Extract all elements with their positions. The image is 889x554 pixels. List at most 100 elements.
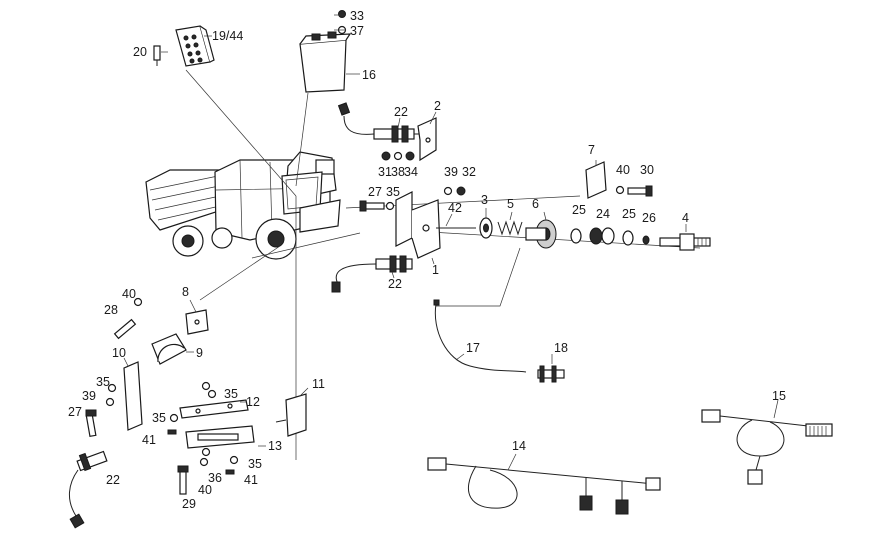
callout-24: 24 [596,207,610,221]
bolt-30 [627,185,653,197]
ring-26 [642,235,650,245]
callout-8: 8 [182,285,189,299]
connector-18 [537,365,565,383]
callout-25-b: 25 [622,207,636,221]
nut-33 [338,10,346,18]
shaft-4 [659,233,711,251]
callout-17: 17 [466,341,480,355]
washer-39-nut-32 [443,186,466,196]
callout-41-right: 41 [244,473,258,487]
callout-22-bottom: 22 [106,473,120,487]
callout-7: 7 [588,143,595,157]
washer-25a [570,228,582,244]
callout-3: 3 [481,193,488,207]
nuts-31-38-34 [381,151,415,161]
bolt-27-washer-35 [359,200,395,212]
callout-35-top: 35 [386,185,400,199]
callout-32: 32 [462,165,476,179]
callout-33: 33 [350,9,364,23]
callout-36: 36 [208,471,222,485]
callout-40-left: 40 [122,287,136,301]
bracket-1 [395,191,441,259]
callout-11: 11 [312,377,325,391]
plate-8 [185,309,209,335]
callout-35-mid: 35 [152,411,166,425]
pulse-wheel-6 [525,219,557,249]
plate-7 [585,161,607,199]
callout-34: 34 [404,165,418,179]
washer-25b [622,230,634,246]
callout-41-left: 41 [142,433,156,447]
plate-11 [275,393,307,437]
bolt-29 [177,465,189,495]
screw-41-right [225,469,235,475]
bracket-2 [417,117,437,162]
callout-22-middle: 22 [388,277,402,291]
callout-27-left: 27 [68,405,82,419]
callout-19-44: 19/44 [212,29,243,43]
callout-39-left: 39 [82,389,96,403]
bulb-20 [153,45,161,66]
nut-40-top [615,185,625,195]
callout-14: 14 [512,439,526,453]
bearing-24 [589,227,615,245]
callout-numbers: 33 37 19/44 20 16 22 2 31 38 34 39 32 27… [68,9,786,511]
bracket-10 [123,361,143,431]
slotted-strip-13 [185,425,255,449]
screw-41-left [167,429,177,435]
bolt-27-left [85,409,97,438]
callout-25-a: 25 [572,203,586,217]
callout-20: 20 [133,45,147,59]
callout-29: 29 [182,497,196,511]
callout-13: 13 [268,439,282,453]
callout-leaders [123,14,779,471]
callout-27-top: 27 [368,185,382,199]
callout-35-left: 35 [96,375,110,389]
washers-40-36 [199,447,211,467]
washers-35-39 [105,383,117,407]
harness-14 [427,457,661,515]
bolt-28 [113,318,137,340]
assembly-lines [185,69,701,460]
callout-22-top: 22 [394,105,408,119]
callout-31: 31 [378,165,392,179]
callout-6: 6 [532,197,539,211]
callout-35-right: 35 [224,387,238,401]
switch-box-19-44 [175,25,215,67]
callout-39-top: 39 [444,165,458,179]
combine-harvester [145,151,341,260]
callout-38: 38 [391,165,405,179]
callout-5: 5 [507,197,514,211]
spring-5 [497,220,523,236]
callout-35-low: 35 [248,457,262,471]
callout-1: 1 [432,263,439,277]
nut-40-left [133,297,143,307]
sector-9 [151,333,187,365]
callout-28: 28 [104,303,118,317]
callout-2: 2 [434,99,441,113]
callout-42: 42 [448,201,462,215]
callout-9: 9 [196,346,203,360]
bushing-3 [479,217,493,239]
callout-37: 37 [350,24,364,38]
callout-10: 10 [112,346,126,360]
sensor-22-top [337,102,426,143]
relay-16 [299,31,352,93]
callout-18: 18 [554,341,568,355]
sensor-22-bottom [69,450,108,529]
callout-12: 12 [246,395,260,409]
callout-30: 30 [640,163,654,177]
washers-35-12 [201,381,217,399]
strip-12 [179,399,249,419]
callout-40-top: 40 [616,163,630,177]
callout-16: 16 [362,68,376,82]
cable-17 [433,299,527,373]
sensor-22-middle [331,255,413,293]
washer-35-low [229,455,239,465]
harness-15 [701,409,833,485]
callout-4: 4 [682,211,689,225]
callout-15: 15 [772,389,786,403]
washer-35-mid [169,413,179,423]
